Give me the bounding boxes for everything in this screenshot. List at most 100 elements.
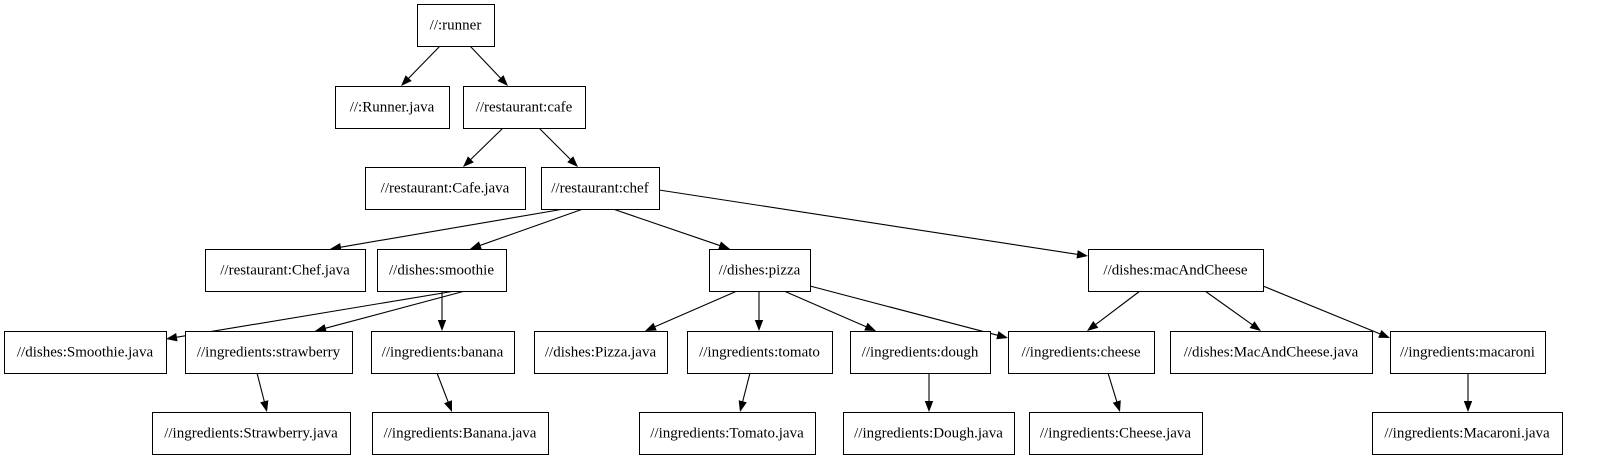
edge-line <box>469 127 504 161</box>
graph-node-macandcheese_java[interactable]: //dishes:MacAndCheese.java <box>1170 331 1373 374</box>
node-box[interactable] <box>205 249 366 292</box>
node-box[interactable] <box>1008 331 1155 374</box>
graph-node-ing_macaroni[interactable]: //ingredients:macaroni <box>1390 331 1546 374</box>
edge-dishes_pizza-to-ing_cheese <box>809 285 1008 340</box>
edges-layer <box>166 45 1473 412</box>
edge-runner-to-runner_java <box>401 45 441 86</box>
edge-line <box>436 372 450 404</box>
edge-dishes_pizza-to-ing_dough <box>783 290 876 331</box>
edge-line <box>469 45 502 80</box>
edge-line <box>809 285 999 337</box>
arrowhead-icon <box>1249 321 1261 331</box>
node-box[interactable] <box>185 331 353 374</box>
node-label: //ingredients:dough <box>862 344 979 360</box>
node-label: //ingredients:tomato <box>699 344 820 360</box>
edge-dishes_macandcheese-to-macandcheese_java <box>1204 290 1261 331</box>
graph-node-restaurant_chef[interactable]: //restaurant:chef <box>541 167 660 210</box>
graph-node-macaroni_java[interactable]: //ingredients:Macaroni.java <box>1372 412 1563 455</box>
node-box[interactable] <box>4 331 167 374</box>
node-label: //ingredients:Cheese.java <box>1040 425 1192 441</box>
graph-node-ing_banana[interactable]: //ingredients:banana <box>371 331 515 374</box>
edge-runner-to-restaurant_cafe <box>469 45 508 86</box>
edge-ing_dough-to-dough_java <box>924 373 934 412</box>
graph-node-cheese_java[interactable]: //ingredients:Cheese.java <box>1029 412 1203 455</box>
edge-line <box>407 45 441 80</box>
edge-line <box>612 208 722 247</box>
graph-node-dishes_smoothie[interactable]: //dishes:smoothie <box>377 249 507 292</box>
arrowhead-icon <box>470 241 482 250</box>
graph-node-banana_java[interactable]: //ingredients:Banana.java <box>372 412 549 455</box>
edge-dishes_smoothie-to-ing_banana <box>437 291 447 331</box>
edge-dishes_pizza-to-pizza_java <box>645 290 738 331</box>
node-label: //:Runner.java <box>350 99 435 115</box>
graph-node-runner_java[interactable]: //:Runner.java <box>335 86 450 129</box>
node-box[interactable] <box>335 86 450 129</box>
edge-line <box>658 189 1079 256</box>
arrowhead-icon <box>864 322 876 331</box>
arrowhead-icon <box>166 333 178 342</box>
edge-line <box>256 372 266 403</box>
node-box[interactable] <box>417 4 495 47</box>
node-box[interactable] <box>372 412 549 455</box>
node-label: //restaurant:Cafe.java <box>381 180 510 196</box>
node-box[interactable] <box>687 331 833 374</box>
edge-line <box>741 372 751 403</box>
node-label: //ingredients:cheese <box>1021 344 1140 360</box>
edge-ing_macaroni-to-macaroni_java <box>1463 373 1473 412</box>
edge-ing_tomato-to-tomato_java <box>738 372 751 412</box>
node-box[interactable] <box>541 167 660 210</box>
graph-node-restaurant_cafe[interactable]: //restaurant:cafe <box>463 86 586 129</box>
arrowhead-icon <box>315 324 327 333</box>
graph-node-runner[interactable]: //:runner <box>417 4 495 47</box>
graph-node-tomato_java[interactable]: //ingredients:Tomato.java <box>639 412 816 455</box>
arrowhead-icon <box>260 400 269 412</box>
node-box[interactable] <box>377 249 507 292</box>
arrowhead-icon <box>401 75 412 86</box>
node-box[interactable] <box>1088 249 1264 292</box>
edge-line <box>1107 372 1118 404</box>
graph-node-dishes_macandcheese[interactable]: //dishes:macAndCheese <box>1088 249 1264 292</box>
edge-line <box>1262 285 1382 335</box>
graph-node-strawberry_java[interactable]: //ingredients:Strawberry.java <box>152 412 351 455</box>
edge-restaurant_chef-to-dishes_smoothie <box>470 208 584 250</box>
node-box[interactable] <box>1390 331 1546 374</box>
node-box[interactable] <box>850 331 991 374</box>
node-box[interactable] <box>1029 412 1203 455</box>
graph-node-ing_dough[interactable]: //ingredients:dough <box>850 331 991 374</box>
graph-node-ing_tomato[interactable]: //ingredients:tomato <box>687 331 833 374</box>
arrowhead-icon <box>1463 401 1473 412</box>
edge-dishes_smoothie-to-smoothie_java <box>166 290 456 342</box>
graph-node-dishes_pizza[interactable]: //dishes:pizza <box>709 249 811 292</box>
node-box[interactable] <box>371 331 515 374</box>
graph-node-ing_strawberry[interactable]: //ingredients:strawberry <box>185 331 353 374</box>
graph-node-smoothie_java[interactable]: //dishes:Smoothie.java <box>4 331 167 374</box>
node-label: //ingredients:macaroni <box>1400 344 1535 360</box>
node-label: //ingredients:Dough.java <box>854 425 1003 441</box>
edge-line <box>1094 290 1141 326</box>
node-box[interactable] <box>1170 331 1373 374</box>
node-label: //restaurant:chef <box>551 180 648 196</box>
node-box[interactable] <box>1372 412 1563 455</box>
edge-line <box>653 290 738 328</box>
node-label: //restaurant:cafe <box>476 99 573 115</box>
node-box[interactable] <box>463 86 586 129</box>
node-box[interactable] <box>843 412 1015 455</box>
edge-line <box>538 127 572 161</box>
arrowhead-icon <box>444 400 452 412</box>
graph-node-chef_java[interactable]: //restaurant:Chef.java <box>205 249 366 292</box>
arrowhead-icon <box>718 241 730 250</box>
graph-node-pizza_java[interactable]: //dishes:Pizza.java <box>534 331 668 374</box>
node-box[interactable] <box>639 412 816 455</box>
node-label: //dishes:MacAndCheese.java <box>1184 344 1359 360</box>
graph-node-cafe_java[interactable]: //restaurant:Cafe.java <box>365 167 526 210</box>
edge-ing_strawberry-to-strawberry_java <box>256 372 269 412</box>
arrowhead-icon <box>738 400 747 412</box>
node-label: //ingredients:Banana.java <box>384 425 537 441</box>
graph-node-ing_cheese[interactable]: //ingredients:cheese <box>1008 331 1155 374</box>
node-box[interactable] <box>534 331 668 374</box>
node-box[interactable] <box>709 249 811 292</box>
node-box[interactable] <box>365 167 526 210</box>
node-box[interactable] <box>152 412 351 455</box>
graph-node-dough_java[interactable]: //ingredients:Dough.java <box>843 412 1015 455</box>
